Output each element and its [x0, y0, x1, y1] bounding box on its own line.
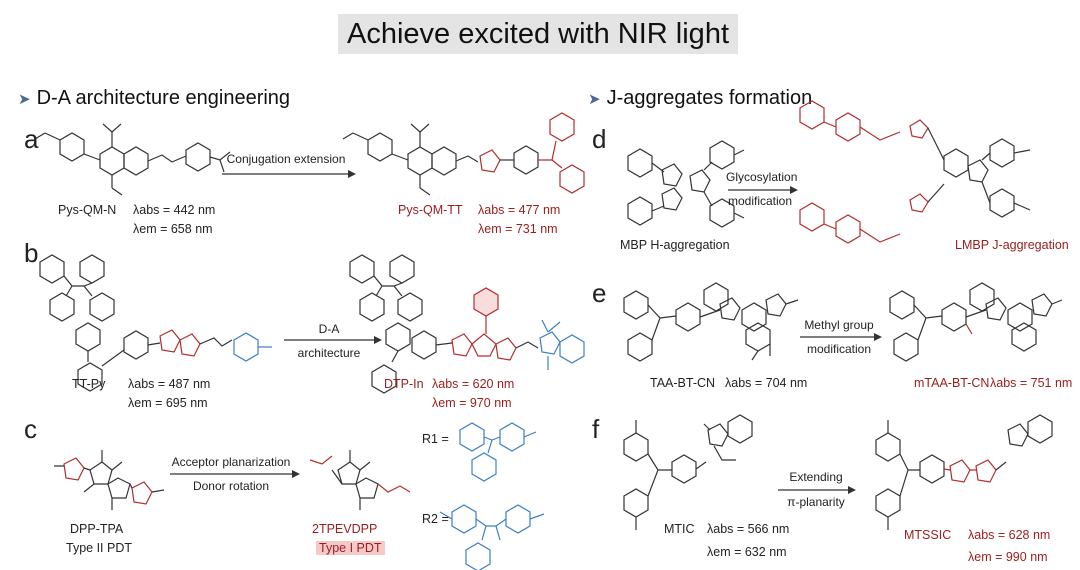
dpp-tpa-type: Type II PDT	[66, 541, 132, 555]
taa-bt-cn-abs: λabs = 704 nm	[725, 376, 808, 390]
dpp-tpa-structure	[54, 450, 165, 510]
mbp-name: MBP H-aggregation	[620, 238, 730, 252]
left-heading-text: D-A architecture engineering	[36, 87, 291, 109]
taa-bt-cn-name: TAA-BT-CN	[650, 376, 716, 390]
tt-py-structure	[39, 254, 272, 392]
mtssic-em: λem = 990 nm	[968, 550, 1048, 564]
arrow-c-bottom-label: Donor rotation	[192, 479, 270, 493]
arrow-d	[728, 186, 798, 194]
mtaa-bt-cn-name: mTAA-BT-CN	[914, 376, 990, 390]
dtp-in-em: λem = 970 nm	[432, 396, 512, 410]
arrow-f	[778, 486, 856, 494]
arrow-d-top-label: Glycosylation	[726, 170, 798, 184]
mtaa-bt-cn-abs: λabs = 751 nm	[990, 376, 1073, 390]
arrow-b	[284, 336, 382, 344]
mtssic-structure	[875, 414, 1053, 530]
dtp-in-abs: λabs = 620 nm	[432, 377, 515, 391]
dpp-tpa-name: DPP-TPA	[70, 522, 124, 536]
arrow-c	[170, 470, 300, 478]
lmbp-name: LMBP J-aggregation	[955, 238, 1069, 252]
arrow-b-bottom-label: architecture	[297, 346, 361, 360]
arrow-d-bottom-label: modification	[727, 194, 793, 208]
mtic-name: MTIC	[664, 522, 695, 536]
arrow-a	[222, 170, 356, 178]
pys-qm-tt-em: λem = 731 nm	[478, 222, 558, 236]
panel-letter-e: e	[592, 278, 607, 308]
panel-letter-b: b	[24, 238, 39, 268]
triangle-bullet-icon: ➤	[588, 91, 601, 108]
triangle-bullet-icon: ➤	[18, 91, 31, 108]
mtaa-bt-cn-structure	[889, 282, 1063, 362]
r1-label: R1 =	[422, 432, 449, 446]
left-section-heading: ➤ D-A architecture engineering	[18, 87, 290, 110]
right-section-heading: ➤ J-aggregates formation	[588, 87, 812, 110]
r1-r2-substituents	[439, 422, 545, 570]
mtic-structure	[623, 414, 753, 530]
r2-label: R2 =	[422, 512, 449, 526]
arrow-f-top-label: Extending	[789, 470, 843, 484]
pys-qm-n-name: Pys-QM-N	[58, 203, 117, 217]
tt-py-name: TT-Py	[72, 377, 106, 391]
page-title: Achieve excited with NIR light	[338, 14, 738, 54]
arrow-b-top-label: D-A	[318, 322, 340, 336]
arrow-a-label: Conjugation extension	[226, 152, 346, 166]
pys-qm-tt-abs: λabs = 477 nm	[478, 203, 561, 217]
dtp-in-name: DTP-In	[384, 377, 424, 391]
tt-py-em: λem = 695 nm	[128, 396, 208, 410]
arrow-e	[800, 333, 882, 341]
taa-bt-cn-structure	[623, 282, 799, 362]
pys-qm-n-em: λem = 658 nm	[133, 222, 213, 236]
arrow-f-bottom-label: π-planarity	[787, 495, 845, 509]
panel-letter-d: d	[592, 124, 607, 154]
panel-letter-a: a	[24, 124, 39, 154]
pys-qm-n-structure	[34, 123, 231, 196]
mbp-structure	[627, 140, 745, 228]
mtssic-name: MTSSIC	[904, 528, 952, 542]
pys-qm-tt-structure	[342, 112, 585, 196]
mtic-abs: λabs = 566 nm	[707, 522, 790, 536]
2tpevdpp-type: Type I PDT	[316, 541, 385, 555]
right-heading-text: J-aggregates formation	[606, 87, 813, 109]
mtic-em: λem = 632 nm	[707, 545, 787, 559]
arrow-e-top-label: Methyl group	[804, 318, 874, 332]
pys-qm-tt-name: Pys-QM-TT	[398, 203, 463, 217]
lmbp-structure	[799, 100, 1031, 244]
mtssic-abs: λabs = 628 nm	[968, 528, 1051, 542]
2tpevdpp-name: 2TPEVDPP	[312, 522, 378, 536]
pys-qm-n-abs: λabs = 442 nm	[133, 203, 216, 217]
tt-py-abs: λabs = 487 nm	[128, 377, 211, 391]
panel-letter-f: f	[592, 414, 600, 444]
arrow-e-bottom-label: modification	[806, 342, 872, 356]
arrow-c-top-label: Acceptor planarization	[171, 455, 291, 469]
dtp-in-structure	[349, 254, 585, 394]
2tpevdpp-structure	[309, 450, 411, 510]
panel-letter-c: c	[24, 414, 37, 444]
